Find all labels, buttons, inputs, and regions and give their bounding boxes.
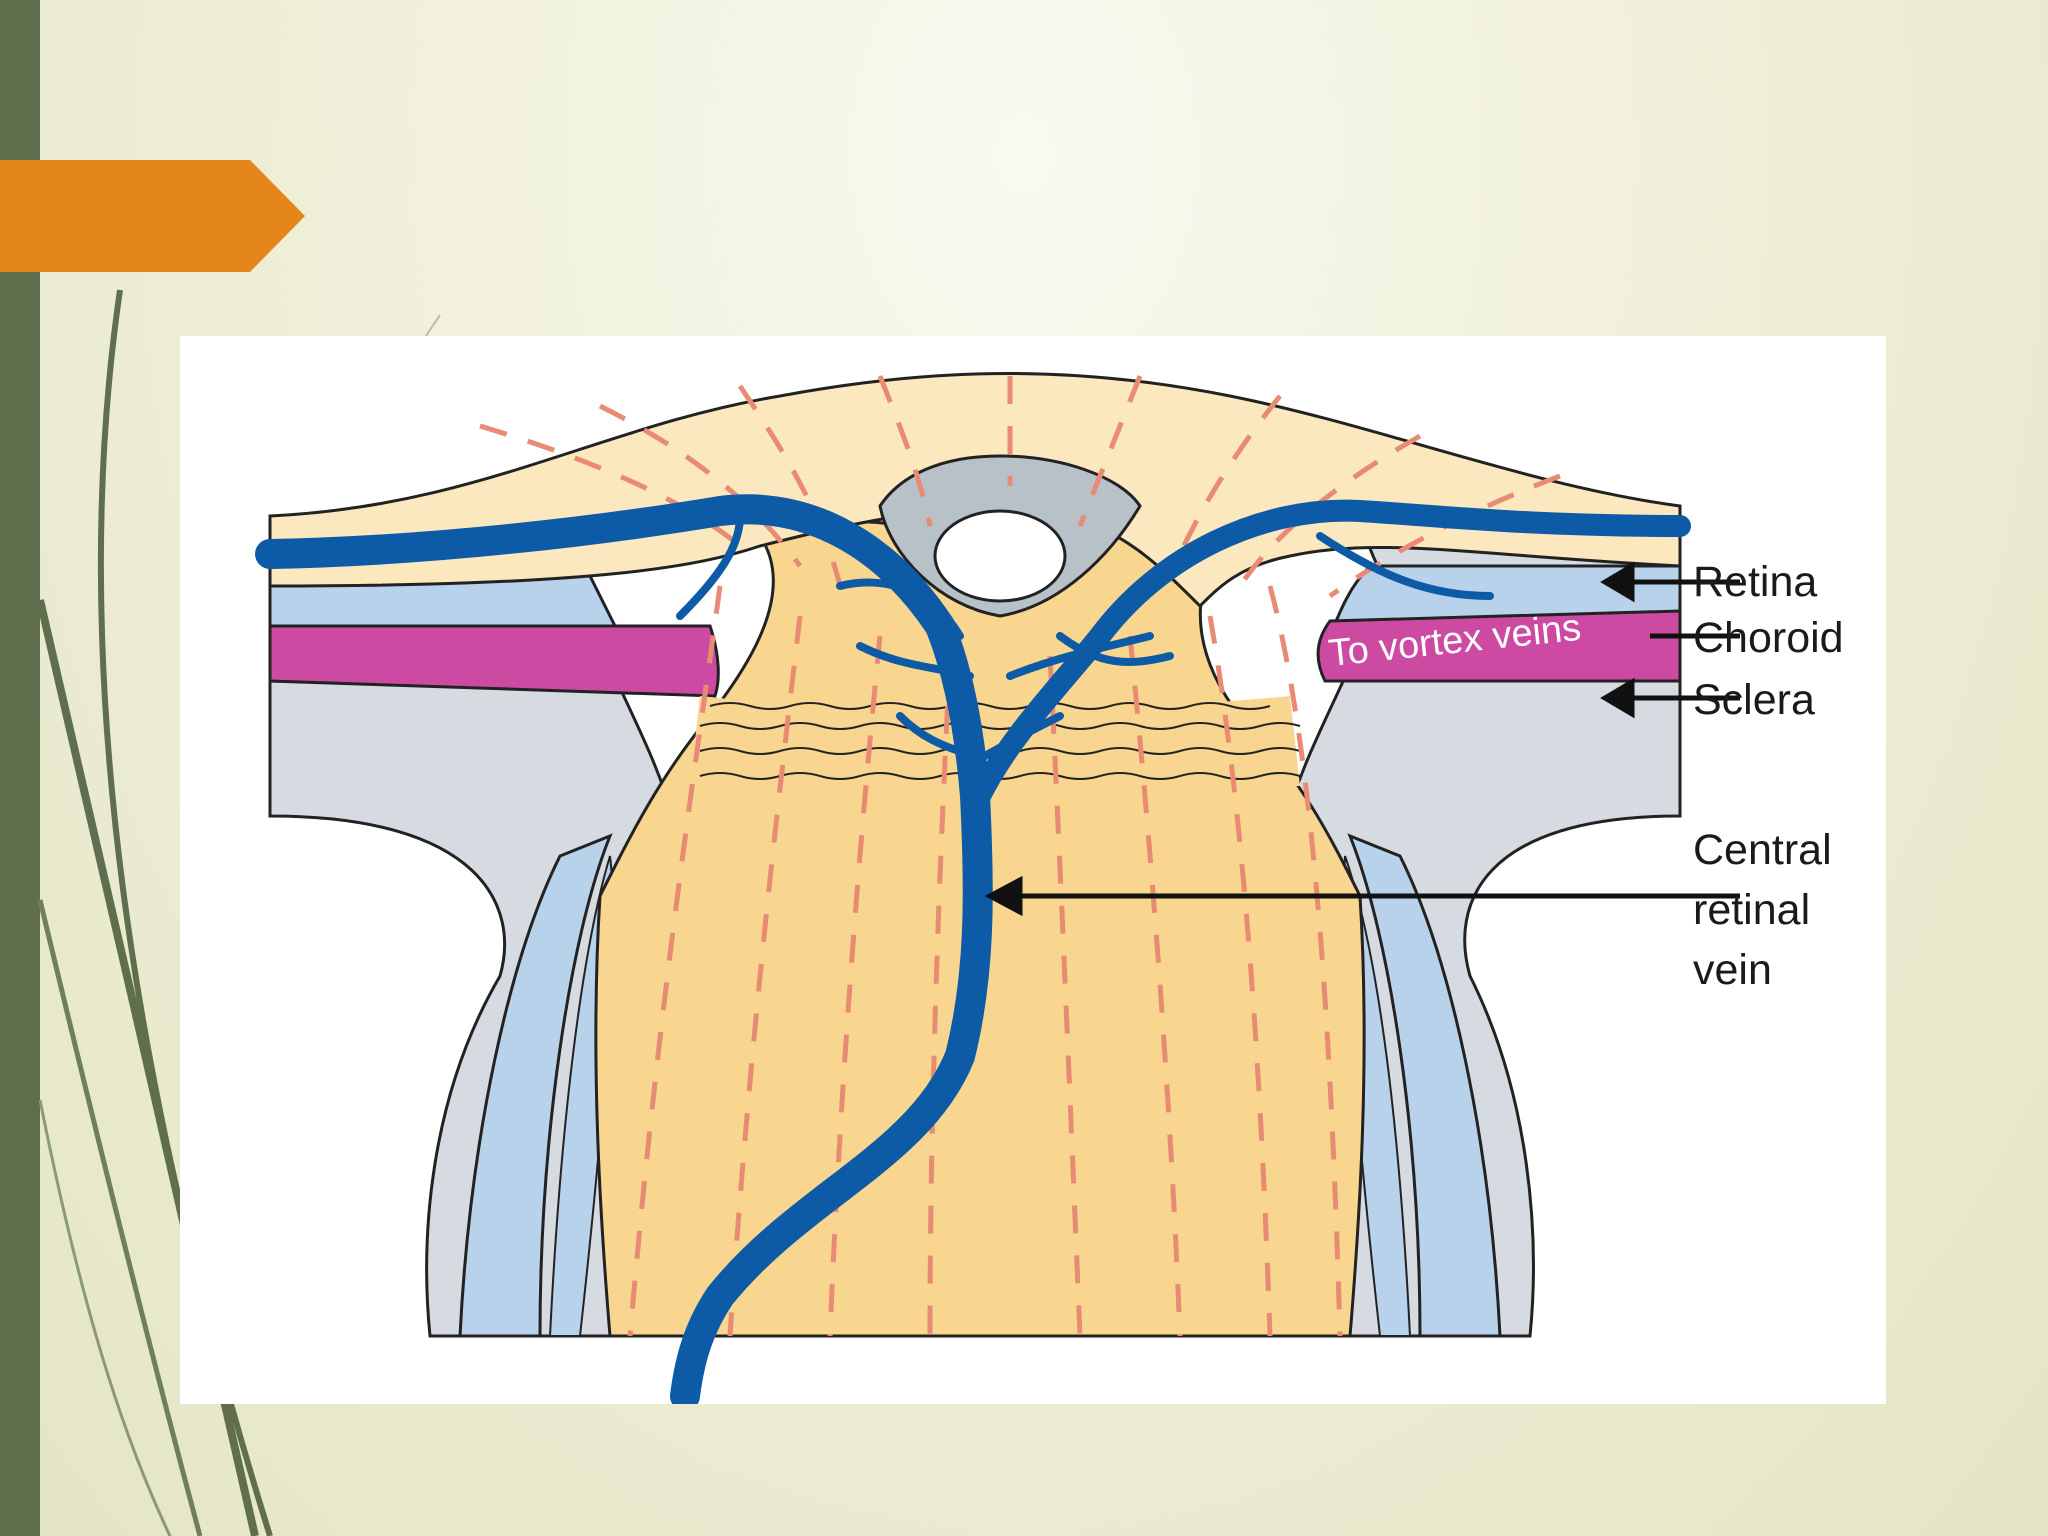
sheath-right	[1347, 833, 1502, 1338]
choroid-left	[268, 624, 720, 698]
central-vessel-lumen	[933, 509, 1067, 603]
label-sclera: Sclera	[1693, 676, 1815, 724]
choroid-right	[1316, 609, 1682, 683]
central-retinal-vein	[255, 494, 1691, 1404]
orange-tab-arrow	[0, 160, 305, 272]
label-arrows	[984, 561, 1740, 917]
lamina-cribrosa	[690, 696, 1300, 794]
sheath-left	[458, 833, 613, 1338]
label-retina: Retina	[1693, 558, 1817, 606]
label-central-retinal-vein-line2: retinal	[1693, 886, 1810, 934]
label-choroid: Choroid	[1693, 614, 1844, 662]
label-central-retinal-vein-line1: Central	[1693, 826, 1832, 874]
label-central-retinal-vein-line3: vein	[1693, 946, 1772, 994]
optic-nerve-head-diagram: To vortex veins Retina Choroid Sclera Ce…	[255, 372, 1844, 1404]
nerve-fibre-lines	[479, 375, 1561, 1337]
sclera-left-lower	[270, 816, 505, 1336]
